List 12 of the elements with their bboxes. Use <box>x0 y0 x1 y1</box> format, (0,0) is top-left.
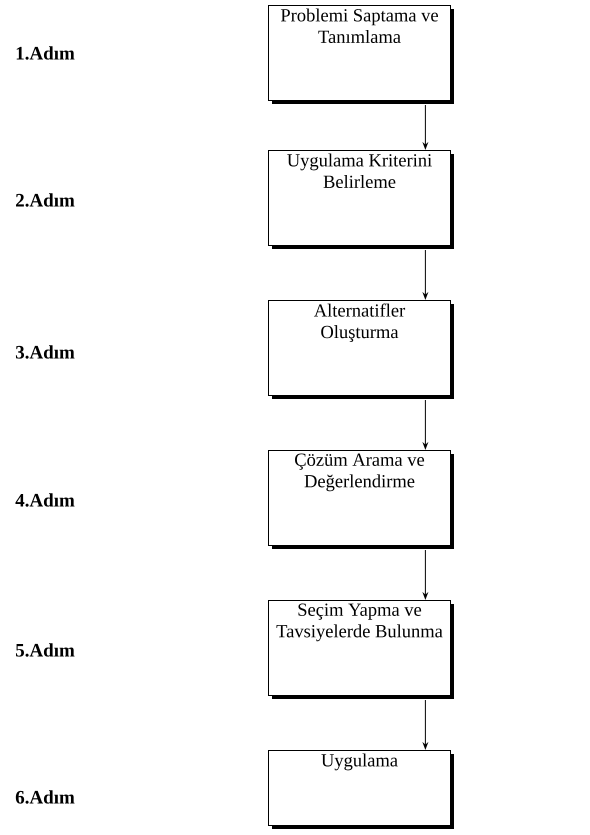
process-box: Uygulama Kriterini Belirleme <box>268 150 454 249</box>
process-box: Çözüm Arama ve Değerlendirme <box>268 450 454 549</box>
process-box: Problemi Saptama ve Tanımlama <box>268 5 454 104</box>
process-box: Seçim Yapma ve Tavsiyelerde Bulunma <box>268 600 454 699</box>
step-label: 5.Adım <box>16 643 74 657</box>
process-box: Uygulama <box>268 750 454 829</box>
step-label: 6.Adım <box>16 790 74 804</box>
step-label: 3.Adım <box>16 345 74 359</box>
step-label: 4.Adım <box>15 493 74 507</box>
process-box: Alternatifler Oluşturma <box>268 300 454 399</box>
step-label: 1.Adım <box>16 46 74 60</box>
step-label: 2.Adım <box>16 193 74 207</box>
